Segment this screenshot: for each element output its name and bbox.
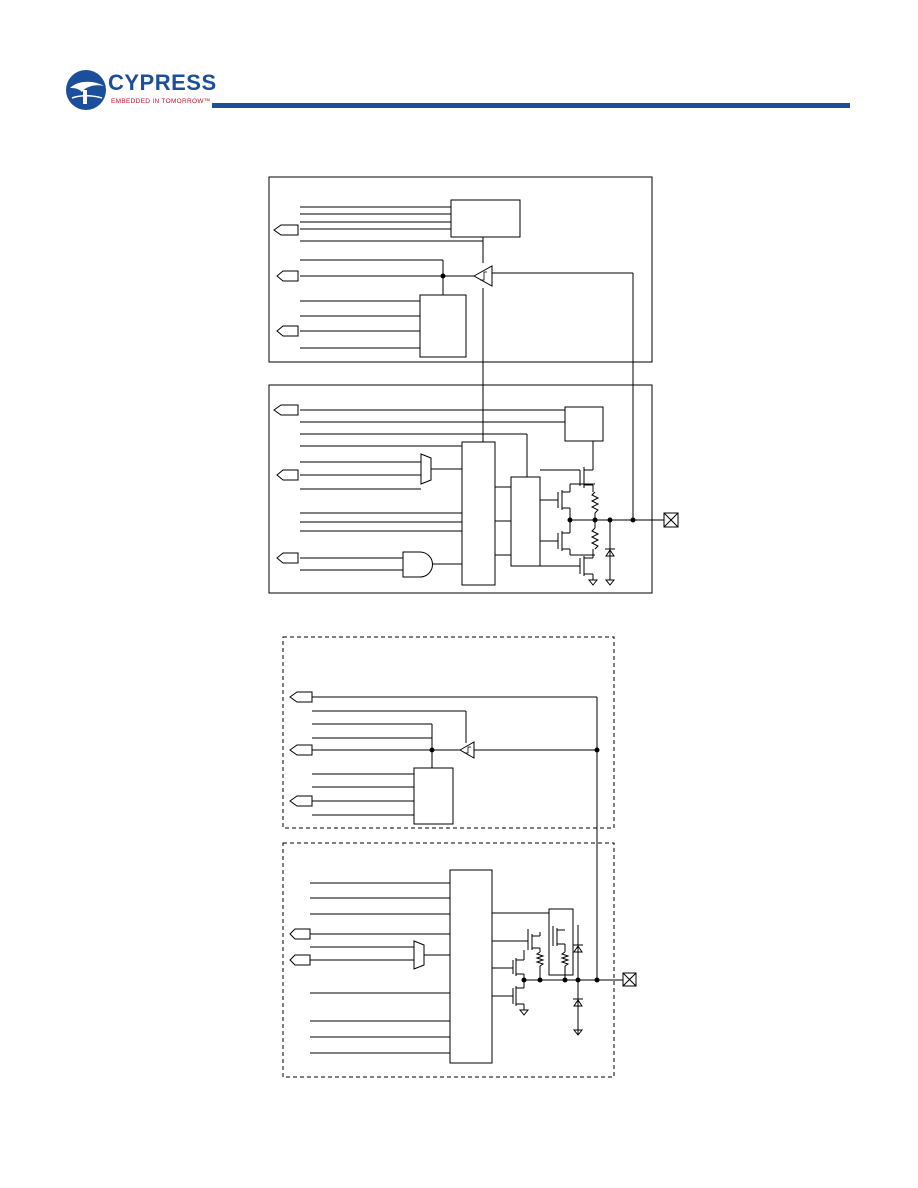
driver-block xyxy=(510,476,541,567)
sio-output-path-box xyxy=(282,842,615,1078)
sio-pin-block-diagram xyxy=(282,636,637,1078)
cypress-logo: CYPRESS EMBEDDED IN TOMORROW™ xyxy=(64,66,217,114)
brand-name: CYPRESS xyxy=(108,70,217,95)
sio-data-connector xyxy=(289,928,311,940)
ground-symbol xyxy=(572,1029,584,1036)
esd-diode xyxy=(605,549,615,557)
ground-symbol xyxy=(587,579,599,586)
digital-system-output-connector xyxy=(276,469,299,481)
page-header: CYPRESS EMBEDDED IN TOMORROW™ xyxy=(0,0,918,120)
sio-reference-block xyxy=(413,767,454,825)
output-mux xyxy=(420,453,432,485)
lcd-logic-block xyxy=(419,294,467,358)
tree-globe-icon xyxy=(66,70,106,110)
sio-input-path-box xyxy=(282,636,615,829)
bidirectional-control-connector xyxy=(276,552,299,564)
schmitt-trigger-buffer xyxy=(472,265,493,287)
data-input-connector xyxy=(273,404,299,416)
drive-logic-block xyxy=(461,441,496,586)
brand-tagline: EMBEDDED IN TOMORROW™ xyxy=(111,98,211,105)
sio-pull-down-resistor xyxy=(560,951,570,967)
ground-symbol xyxy=(518,1009,530,1016)
digital-output-path-box xyxy=(268,384,653,594)
sio-drive-logic-block xyxy=(449,869,493,1064)
sio-output-mux xyxy=(413,940,425,970)
pull-down-resistor xyxy=(590,527,600,550)
junction-dot xyxy=(440,273,446,279)
sio-esd-diode xyxy=(573,945,583,953)
interrupt-logic-block xyxy=(450,199,521,238)
sio-pin-pad xyxy=(622,972,637,987)
pull-up-resistor xyxy=(590,491,600,514)
ground-symbol xyxy=(604,579,616,586)
gpio-pin-pad xyxy=(663,512,679,528)
sio-esd-diode xyxy=(573,999,583,1007)
slew-control-block xyxy=(564,406,604,442)
sio-pin-state-connector xyxy=(289,744,313,756)
and-gate xyxy=(402,551,433,578)
sio-analog-connector xyxy=(289,795,313,807)
interrupt-output-connector xyxy=(273,224,299,236)
digital-input-path-box xyxy=(268,176,653,363)
gpio-pin-block-diagram xyxy=(268,176,679,594)
sio-regulator-block xyxy=(548,908,574,976)
sio-digital-system-connector xyxy=(289,954,311,966)
sio-interrupt-connector xyxy=(289,691,313,703)
header-rule xyxy=(212,103,850,108)
sio-pull-up-resistor xyxy=(535,951,545,967)
analog-output-connector xyxy=(276,325,299,337)
pin-state-output-connector xyxy=(276,270,299,282)
sio-schmitt-buffer xyxy=(458,741,475,759)
